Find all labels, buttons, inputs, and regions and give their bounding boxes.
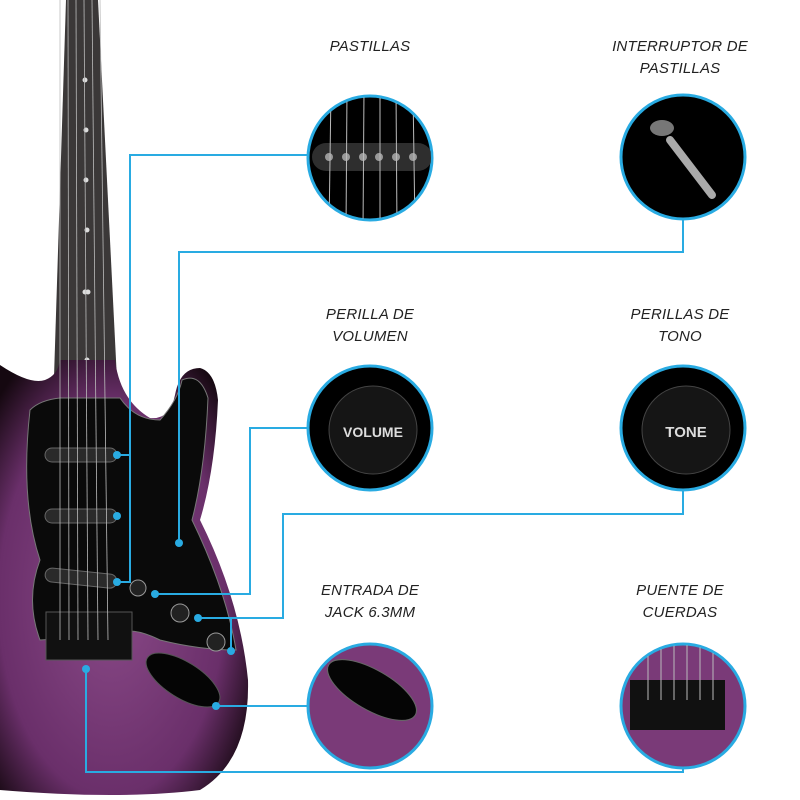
switch-detail-image <box>619 93 747 221</box>
label-line: ENTRADA DE <box>320 582 420 599</box>
label-pickup-switch: INTERRUPTOR DE PASTILLAS <box>580 36 780 80</box>
label-line: CUERDAS <box>642 604 718 621</box>
label-volume-knob: PERILLA DE VOLUMEN <box>270 304 470 348</box>
label-line: PERILLA DE <box>325 306 415 323</box>
label-line: TONO <box>658 328 702 345</box>
label-line: VOLUMEN <box>332 328 408 345</box>
tone-detail-image: TONE <box>619 364 747 492</box>
volume-detail-image: VOLUME <box>306 364 434 492</box>
label-line: PERILLAS DE <box>630 306 730 323</box>
pickups-line <box>117 454 131 583</box>
label-line: PUENTE DE <box>636 582 724 599</box>
label-line: PASTILLAS <box>639 60 721 77</box>
label-pickups: PASTILLAS <box>270 36 470 58</box>
switch-line <box>178 219 684 543</box>
label-bridge: PUENTE DE CUERDAS <box>580 580 780 624</box>
pickups-detail-image <box>306 94 434 222</box>
bridge-detail-image <box>619 642 747 770</box>
volume-knob-text: VOLUME <box>343 424 403 440</box>
guitar-body <box>0 0 249 795</box>
volume-line <box>155 427 308 595</box>
callout-lines <box>85 154 684 773</box>
label-line: INTERRUPTOR DE <box>612 38 748 55</box>
tone-knob-text: TONE <box>665 424 706 441</box>
label-line: PASTILLAS <box>329 38 411 55</box>
label-line: JACK 6.3MM <box>324 604 416 621</box>
bridge-line <box>85 669 684 773</box>
jack-detail-image <box>306 642 434 770</box>
callout-dots <box>82 451 235 710</box>
tone-line <box>198 490 684 619</box>
label-jack-input: ENTRADA DE JACK 6.3MM <box>270 580 470 624</box>
label-tone-knobs: PERILLAS DE TONO <box>580 304 780 348</box>
